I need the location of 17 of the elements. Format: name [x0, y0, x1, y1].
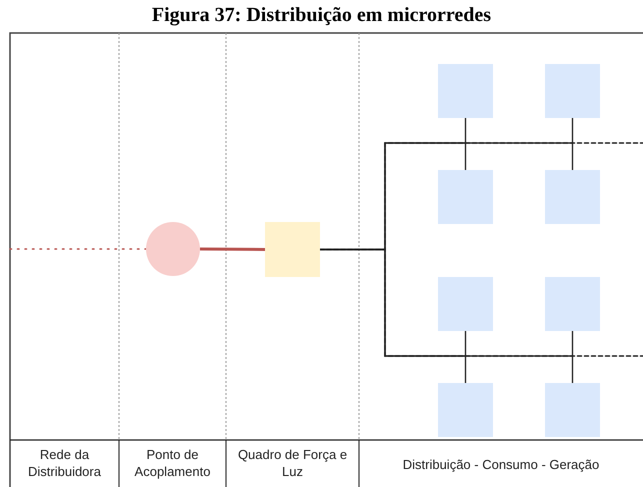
column-label: Quadro de Força e Luz: [238, 447, 348, 479]
panel-square: [265, 222, 320, 277]
connector-line: [200, 248, 266, 251]
unit-square: [438, 64, 493, 118]
column-label: Distribuição - Consumo - Geração: [402, 457, 600, 472]
unit-square: [438, 170, 493, 224]
unit-square: [438, 383, 493, 437]
figure-title: Figura 37: Distribuição em microrredes: [150, 4, 492, 27]
unit-square: [545, 277, 600, 331]
unit-square: [545, 170, 600, 224]
column-label: Rede da Distribuidora: [28, 447, 101, 479]
coupling-point-circle: [146, 222, 200, 276]
connector-line: [9, 248, 147, 250]
unit-square: [545, 383, 600, 437]
unit-square: [438, 277, 493, 331]
column-label: Ponto de Acoplamento: [134, 447, 210, 479]
unit-square: [545, 64, 600, 118]
